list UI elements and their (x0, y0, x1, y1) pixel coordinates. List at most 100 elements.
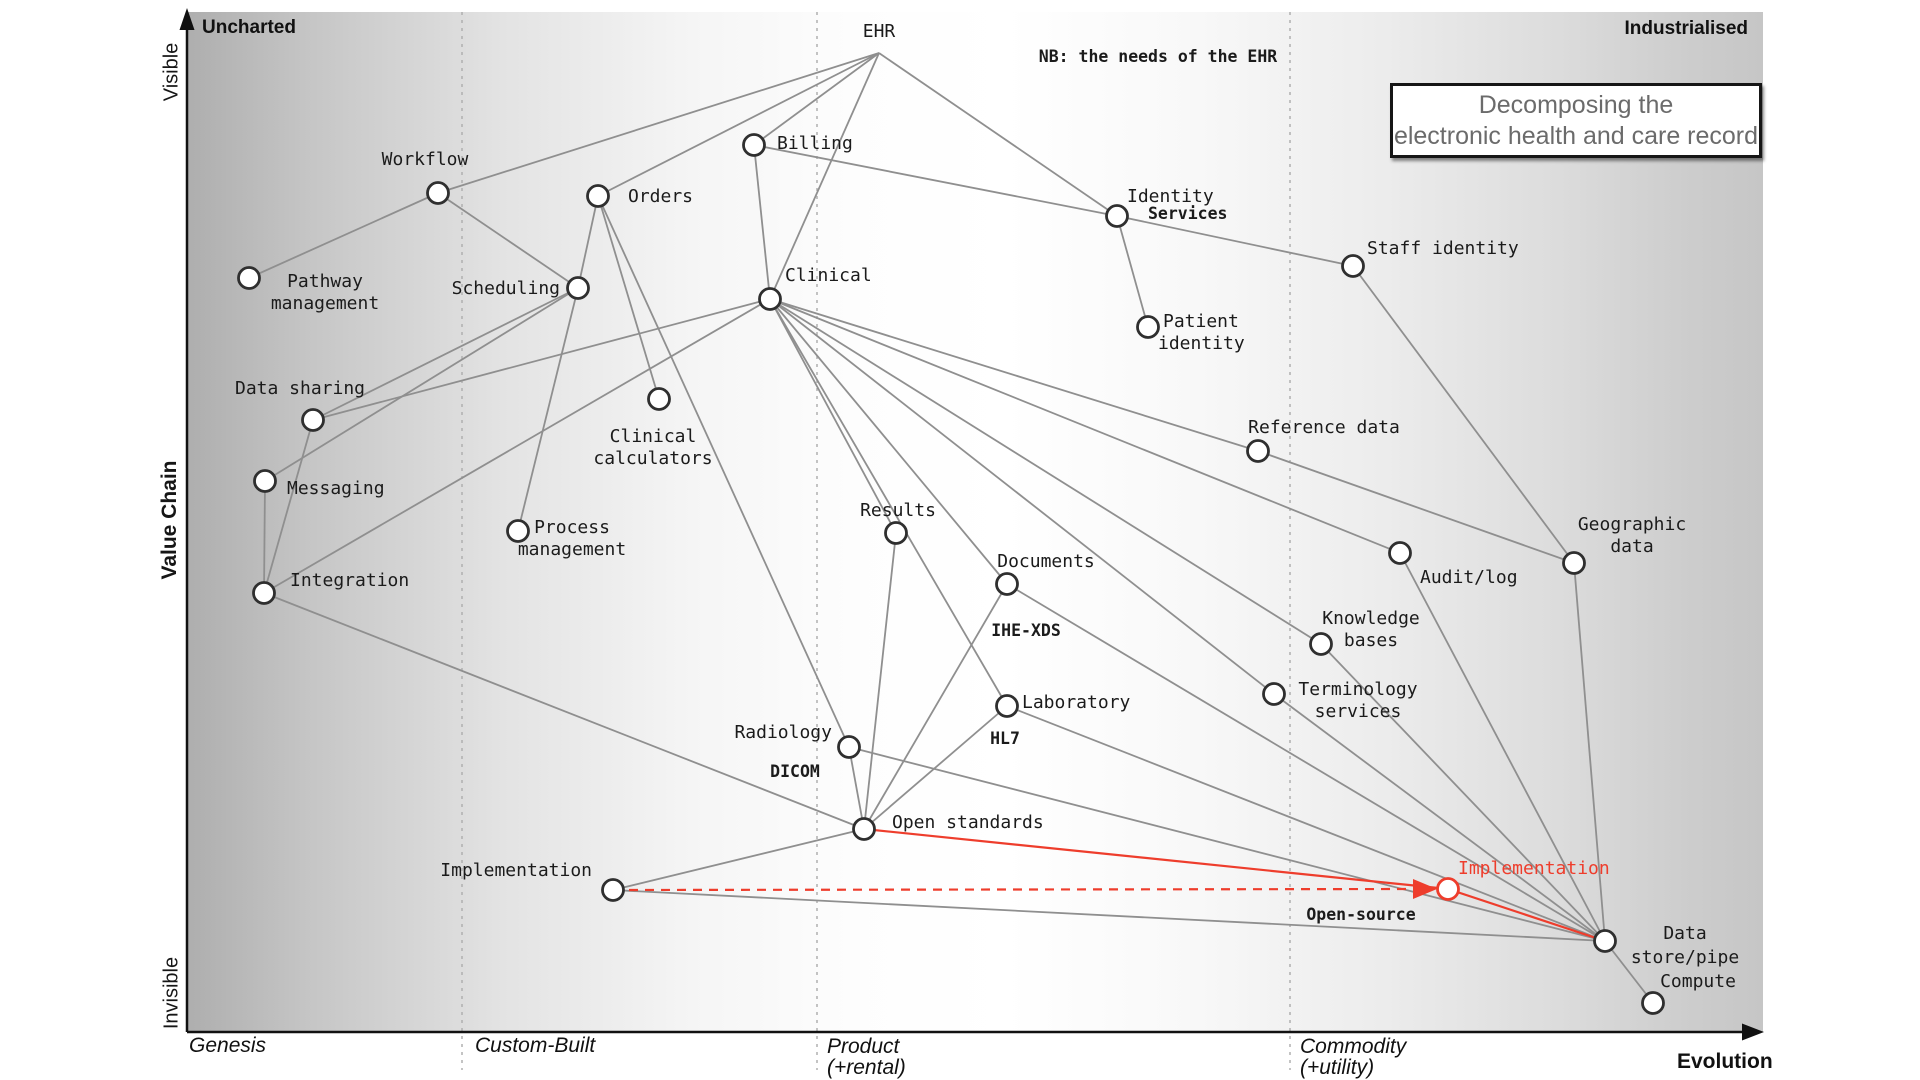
edge-scheduling-process_mgmt (517, 287, 579, 532)
stage-label-line: Custom-Built (475, 1034, 596, 1057)
node-reference_data (1246, 439, 1270, 463)
stage-label-custom-built: Custom-Built (475, 1035, 595, 1056)
label-nb-the-needs-of-the-ehr: NB: the needs of the EHR (1038, 47, 1278, 66)
label-pathway_mgmt: Pathway (287, 271, 363, 292)
label-orders: Orders (628, 186, 694, 207)
y-axis-arrow-icon (179, 8, 195, 30)
edge-laboratory-open_standards (863, 705, 1008, 830)
node-identity_services (1105, 204, 1129, 228)
label-ehr: EHR (862, 21, 896, 42)
node-laboratory (995, 694, 1019, 718)
label-clinical_calculators: Clinical (609, 426, 697, 447)
edge-clinical-data_sharing (312, 298, 771, 421)
edge-documents-open_standards (863, 583, 1008, 830)
node-clinical (758, 287, 782, 311)
label-dicom: DICOM (770, 762, 820, 781)
edge-scheduling-data_sharing (312, 287, 579, 421)
label-open_standards: Open standards (892, 812, 1044, 833)
label-ihe-xds: IHE-XDS (991, 621, 1061, 640)
label-data_sharing: Data sharing (234, 378, 366, 399)
label-terminology_services: Terminology (1298, 679, 1418, 700)
label-radiology: Radiology (734, 722, 832, 743)
edge-ehr-clinical (769, 52, 880, 300)
edge-staff_identity-geographic_data (1352, 265, 1575, 564)
edge-results-open_standards (863, 532, 897, 830)
x-axis-label-evolution: Evolution (1677, 1050, 1773, 1073)
red-dashed-evolution-line (612, 887, 1413, 892)
node-implementation_red (1436, 877, 1460, 901)
edge-documents-data_store (1006, 583, 1606, 942)
label-data_store: Data (1663, 923, 1707, 944)
stage-label-line: Genesis (189, 1034, 267, 1057)
node-orders (586, 184, 610, 208)
edge-orders-radiology (597, 195, 850, 748)
edge-clinical-laboratory (769, 298, 1008, 707)
evolution-stage-guides (461, 12, 1291, 1070)
node-process_mgmt (506, 519, 530, 543)
node-data_sharing (301, 408, 325, 432)
title-line-2: electronic health and care record (1393, 121, 1759, 150)
edge-workflow-pathway_mgmt (248, 192, 439, 279)
edge-terminology_services-data_store (1273, 693, 1606, 942)
movement-arrows-red (612, 827, 1606, 943)
red-edge-implementation_red-data_store (1447, 887, 1606, 943)
node-staff_identity (1341, 254, 1365, 278)
node-terminology_services (1262, 682, 1286, 706)
label-patient_identity: Patient (1163, 311, 1239, 332)
edge-ehr-identity_services (878, 52, 1118, 217)
node-radiology (837, 735, 861, 759)
red-edge-open_standards-implementation_red (863, 827, 1449, 891)
y-axis-label-visible: Visible (160, 42, 183, 102)
node-geographic_data (1562, 551, 1586, 575)
label-pathway_mgmt: management (270, 293, 380, 314)
node-documents (995, 572, 1019, 596)
edge-scheduling-messaging (264, 287, 579, 482)
edge-ehr-workflow (437, 52, 880, 194)
label-patient_identity: identity (1158, 333, 1245, 354)
title-box: Decomposing the electronic health and ca… (1390, 83, 1762, 158)
edge-identity_services-staff_identity (1116, 215, 1354, 267)
label-identity_services: Services (1148, 204, 1228, 223)
label-audit_log: Audit/log (1420, 567, 1518, 588)
dependency-edges (248, 52, 1654, 1004)
stage-label-line: Commodity (1300, 1035, 1407, 1058)
label-results: Results (860, 500, 936, 521)
edge-messaging-integration (263, 480, 266, 594)
stage-label-genesis: Genesis (189, 1035, 266, 1056)
edge-reference_data-geographic_data (1257, 450, 1575, 564)
stage-label-product: Product (+rental) (827, 1036, 906, 1078)
stage-label-commodity: Commodity (+utility) (1300, 1036, 1406, 1078)
label-staff_identity: Staff identity (1367, 238, 1519, 259)
stage-label-line: (+rental) (827, 1056, 906, 1079)
label-reference_data: Reference data (1248, 417, 1400, 438)
edge-data_sharing-integration (263, 419, 314, 594)
edge-orders-clinical_calculators (597, 195, 660, 400)
node-audit_log (1388, 541, 1412, 565)
label-clinical: Clinical (785, 265, 872, 286)
label-knowledge_bases: bases (1343, 630, 1399, 651)
quadrant-label-industrialised: Industrialised (1624, 18, 1748, 39)
label-workflow: Workflow (381, 149, 469, 170)
edge-ehr-billing (753, 52, 880, 146)
node-scheduling (566, 276, 590, 300)
edge-clinical-knowledge_bases (769, 298, 1322, 645)
edge-clinical-terminology_services (769, 298, 1275, 695)
edge-implementation_left-data_store (612, 889, 1606, 942)
title-line-1: Decomposing the (1478, 90, 1674, 119)
label-scheduling: Scheduling (451, 278, 560, 299)
x-axis-arrow-icon (1742, 1023, 1764, 1041)
node-workflow (426, 181, 450, 205)
edge-clinical-documents (769, 298, 1008, 585)
edge-workflow-scheduling (437, 192, 579, 289)
node-patient_identity (1136, 315, 1160, 339)
node-data_store (1593, 929, 1617, 953)
stage-label-line: (+utility) (1300, 1056, 1375, 1079)
label-geographic_data: data (1610, 536, 1654, 557)
label-process_mgmt: management (517, 539, 627, 560)
quadrant-label-uncharted: Uncharted (202, 17, 296, 38)
edge-integration-open_standards (263, 592, 865, 830)
edge-clinical-audit_log (769, 298, 1401, 554)
label-clinical_calculators: calculators (593, 448, 713, 469)
label-documents: Documents (997, 551, 1095, 572)
edge-data_store-compute (1604, 940, 1654, 1004)
